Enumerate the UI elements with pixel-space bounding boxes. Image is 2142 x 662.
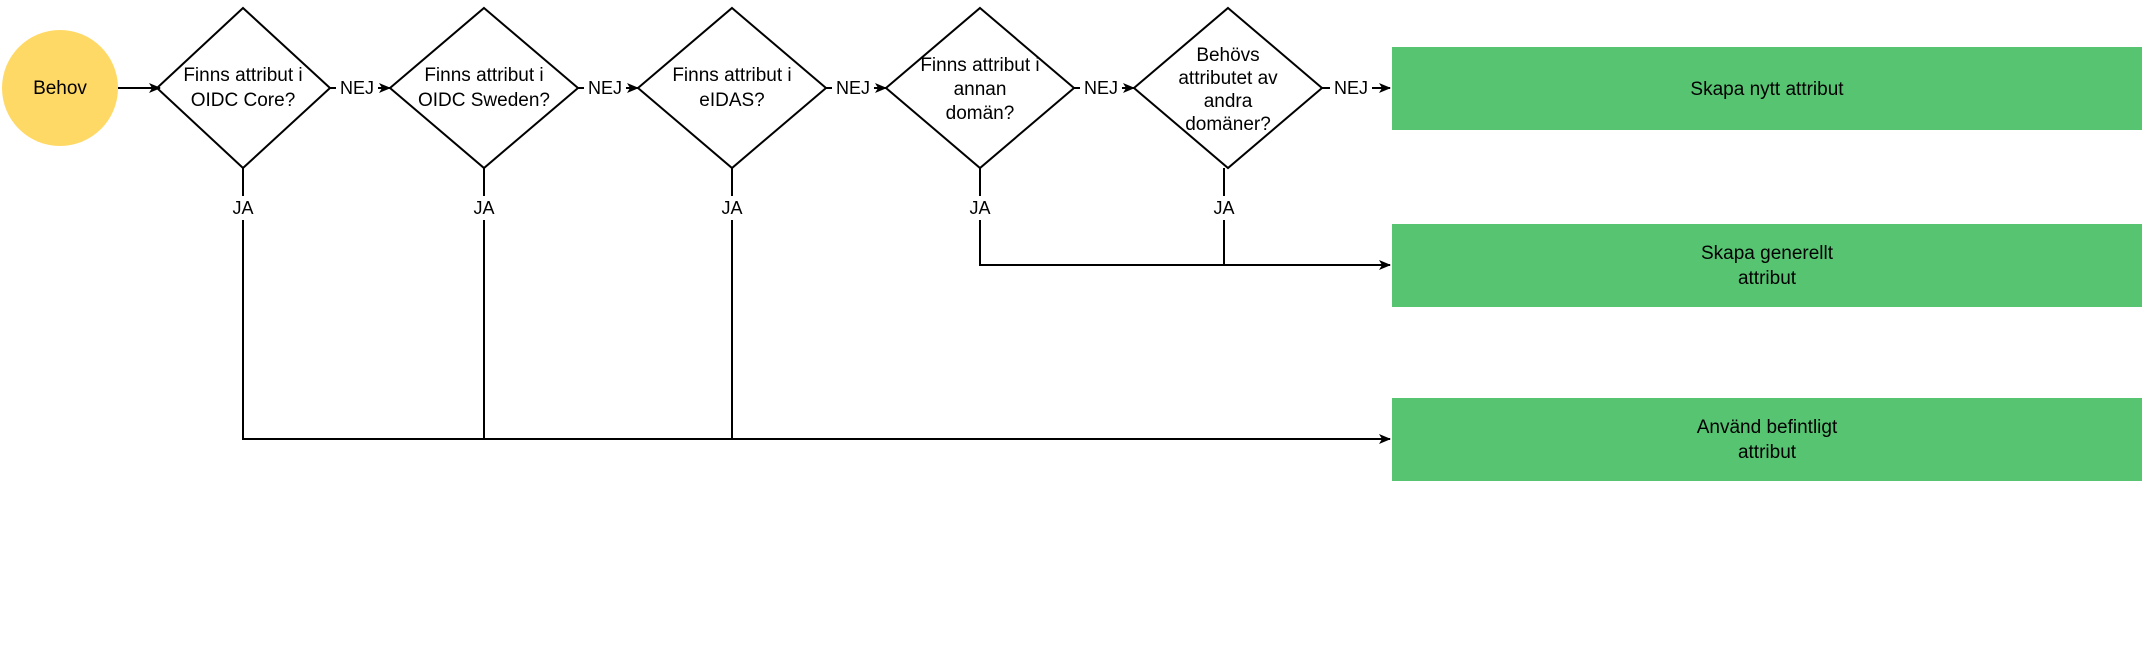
edge-label-bg	[465, 196, 501, 220]
edge-label-bg	[961, 196, 997, 220]
decision-label-line: Finns attribut i	[672, 65, 791, 86]
edge-label-bg	[1205, 196, 1241, 220]
decision-label-line: Finns attribut i	[920, 55, 1039, 76]
terminal-label-line: Använd befintligt	[1697, 417, 1838, 438]
node-decision-eidas[interactable]: Finns attribut i eIDAS?	[636, 6, 828, 170]
edge-label-nej-1: NEJ	[340, 78, 374, 98]
terminal-rect	[1392, 224, 2142, 307]
node-decision-oidc-core[interactable]: Finns attribut i OIDC Core?	[155, 6, 332, 170]
edge-label-ja-2: JA	[473, 198, 494, 218]
decision-label-line: Finns attribut i	[424, 65, 543, 86]
decision-label-line: annan	[954, 79, 1007, 100]
decision-diamond	[884, 6, 1076, 170]
edge-label-ja-4: JA	[969, 198, 990, 218]
node-decision-oidc-sweden[interactable]: Finns attribut i OIDC Sweden?	[388, 6, 580, 170]
start-label: Behov	[33, 78, 87, 99]
edge-label-ja-5: JA	[1213, 198, 1234, 218]
node-decision-behovs-andra-domaner[interactable]: Behövs attributet av andra domäner?	[1132, 6, 1324, 170]
edge-label-bg	[1080, 76, 1122, 100]
edge-label-bg	[336, 76, 378, 100]
decision-label-line: domäner?	[1185, 114, 1271, 135]
node-terminal-skapa-generellt-attribut[interactable]: Skapa generellt attribut	[1392, 224, 2142, 307]
edge-label-nej-5: NEJ	[1334, 78, 1368, 98]
decision-diamond	[388, 6, 580, 170]
node-terminal-anvand-befintligt-attribut[interactable]: Använd befintligt attribut	[1392, 398, 2142, 481]
edge-label-bg	[832, 76, 874, 100]
decision-label-line: domän?	[946, 103, 1015, 124]
decision-diamond	[636, 6, 828, 170]
edge-label-bg	[224, 196, 260, 220]
decision-diamond	[155, 6, 332, 170]
edge-label-bg	[713, 196, 749, 220]
terminal-label-line: Skapa nytt attribut	[1690, 79, 1844, 100]
edge-label-nej-2: NEJ	[588, 78, 622, 98]
terminal-label-line: Skapa generellt	[1701, 243, 1834, 264]
terminal-rect	[1392, 47, 2142, 130]
edge-label-nej-4: NEJ	[1084, 78, 1118, 98]
start-ellipse	[2, 30, 118, 146]
decision-label-line: andra	[1204, 91, 1253, 112]
terminal-label-line: attribut	[1738, 442, 1797, 463]
edge-label-ja-3: JA	[721, 198, 742, 218]
edge-yes-oidc-core-to-anvand-befintligt	[242, 168, 1391, 444]
decision-label-line: OIDC Core?	[191, 90, 296, 111]
terminal-label-line: attribut	[1738, 268, 1797, 289]
decision-label-line: Behövs	[1196, 45, 1259, 66]
edge-label-bg	[584, 76, 626, 100]
node-terminal-skapa-nytt-attribut[interactable]: Skapa nytt attribut	[1392, 47, 2142, 130]
node-decision-annan-doman[interactable]: Finns attribut i annan domän?	[884, 6, 1076, 170]
decision-label-line: attributet av	[1178, 68, 1278, 89]
decision-label-line: eIDAS?	[699, 90, 764, 111]
decision-label-line: Finns attribut i	[183, 65, 302, 86]
edge-yes-annan-doman-to-skapa-generellt	[979, 168, 1391, 270]
decision-label-line: OIDC Sweden?	[418, 90, 550, 111]
edge-label-bg	[1330, 76, 1372, 100]
decision-diamond	[1132, 6, 1324, 170]
edge-label-ja-1: JA	[232, 198, 253, 218]
terminal-rect	[1392, 398, 2142, 481]
edge-label-nej-3: NEJ	[836, 78, 870, 98]
node-start-behov[interactable]: Behov	[2, 30, 118, 146]
